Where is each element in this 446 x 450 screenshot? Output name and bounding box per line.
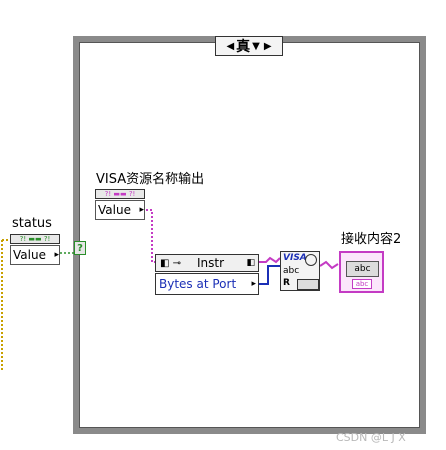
indicator-label: 接收内容2 xyxy=(341,232,402,247)
property-node-header[interactable]: ◧ ⊸ Instr ◧ xyxy=(155,254,259,272)
visa-unbundle-field[interactable]: Value ▸ xyxy=(95,200,145,220)
property-node-item[interactable]: Bytes at Port ▸ xyxy=(155,273,259,295)
visa-field-label: Value xyxy=(98,203,131,217)
case-prev-icon[interactable]: ◀ xyxy=(226,40,235,52)
int-wire xyxy=(258,265,280,285)
status-label: status xyxy=(12,216,52,231)
string-indicator[interactable]: abc abc xyxy=(339,251,384,293)
clock-icon xyxy=(305,254,317,266)
watermark: CSDN @L J X xyxy=(336,431,406,444)
visa-unbundle-header: ?! ▬▬ ?! xyxy=(95,189,145,199)
case-structure-frame xyxy=(73,36,426,434)
visa-resource-label: VISA资源名称输出 xyxy=(96,172,205,187)
property-reference-icon: ◧ ⊸ xyxy=(160,257,182,269)
chevron-down-icon[interactable]: ▼ xyxy=(252,40,260,52)
output-arrow-icon: ▸ xyxy=(251,279,256,289)
output-arrow-icon: ▸ xyxy=(139,205,144,215)
indicator-display: abc xyxy=(346,261,379,277)
case-selector-terminal[interactable]: ? xyxy=(74,241,86,255)
string-wire xyxy=(319,260,339,270)
visa-read-mode: R xyxy=(283,278,290,288)
status-field-label: Value xyxy=(13,248,46,262)
property-name: Bytes at Port xyxy=(159,277,237,291)
visa-resource-wire xyxy=(146,209,157,263)
indicator-type-tag: abc xyxy=(352,279,372,289)
visa-read-function[interactable]: VISA abc R xyxy=(280,251,320,291)
case-selector[interactable]: ◀ 真 ▼ ▶ xyxy=(215,36,283,56)
case-selector-value: 真 xyxy=(236,39,251,55)
visa-ref-wire xyxy=(258,256,281,264)
status-unbundle-field[interactable]: Value ▸ xyxy=(10,245,60,265)
buffer-icon xyxy=(297,279,319,290)
output-arrow-icon: ◧ xyxy=(246,258,255,268)
case-next-icon[interactable]: ▶ xyxy=(263,40,272,52)
status-unbundle-header: ?! ▬▬ ?! xyxy=(10,234,60,244)
visa-read-title: VISA xyxy=(283,253,307,263)
visa-read-type: abc xyxy=(283,266,300,276)
output-arrow-icon: ▸ xyxy=(54,250,59,260)
property-node-class: Instr xyxy=(197,256,225,270)
